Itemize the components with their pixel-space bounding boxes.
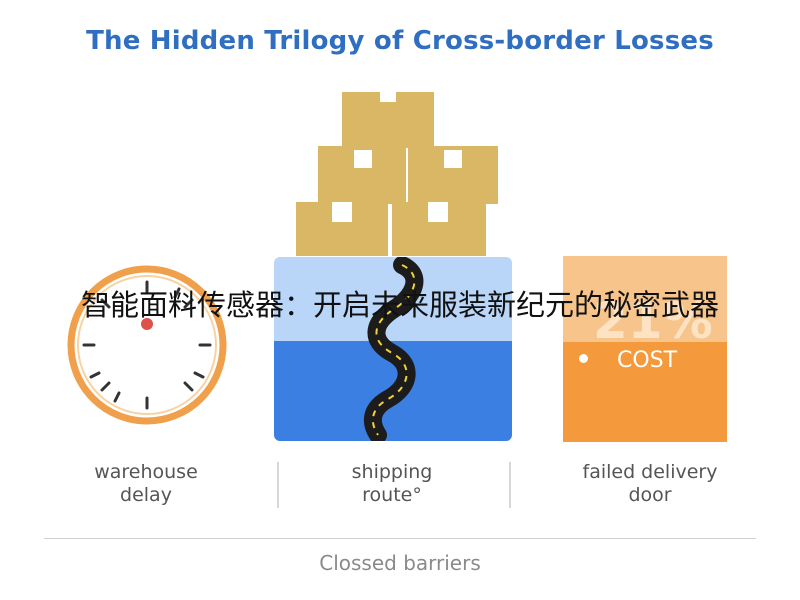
box-top [342, 92, 434, 148]
clock-center-icon [141, 318, 153, 330]
overlay-text: 智能面料传感器：开启未来服装新纪元的秘密武器 [80, 288, 719, 322]
caption-shipping: shipping route° [351, 461, 433, 506]
cost-label: COST [617, 348, 678, 373]
box-middle-left [318, 146, 406, 204]
box-middle-right [408, 146, 498, 204]
cost-card: 21% COST [563, 256, 727, 442]
column-divider [509, 462, 511, 508]
footer-divider [44, 538, 756, 539]
winding-road-icon [363, 257, 424, 441]
box-bottom-right [392, 202, 486, 256]
cost-percent: 21% [593, 292, 713, 350]
caption-failed-delivery: failed delivery door [582, 461, 718, 506]
bullet-icon [579, 354, 588, 363]
footer-label: Clossed barriers [319, 551, 481, 575]
shipping-route-card [274, 257, 512, 441]
column-divider [277, 462, 279, 508]
diagram-title: The Hidden Trilogy of Cross-border Losse… [86, 26, 714, 56]
clock-icon [67, 265, 227, 425]
caption-warehouse: warehouse delay [94, 461, 198, 506]
box-bottom-left [296, 202, 388, 256]
